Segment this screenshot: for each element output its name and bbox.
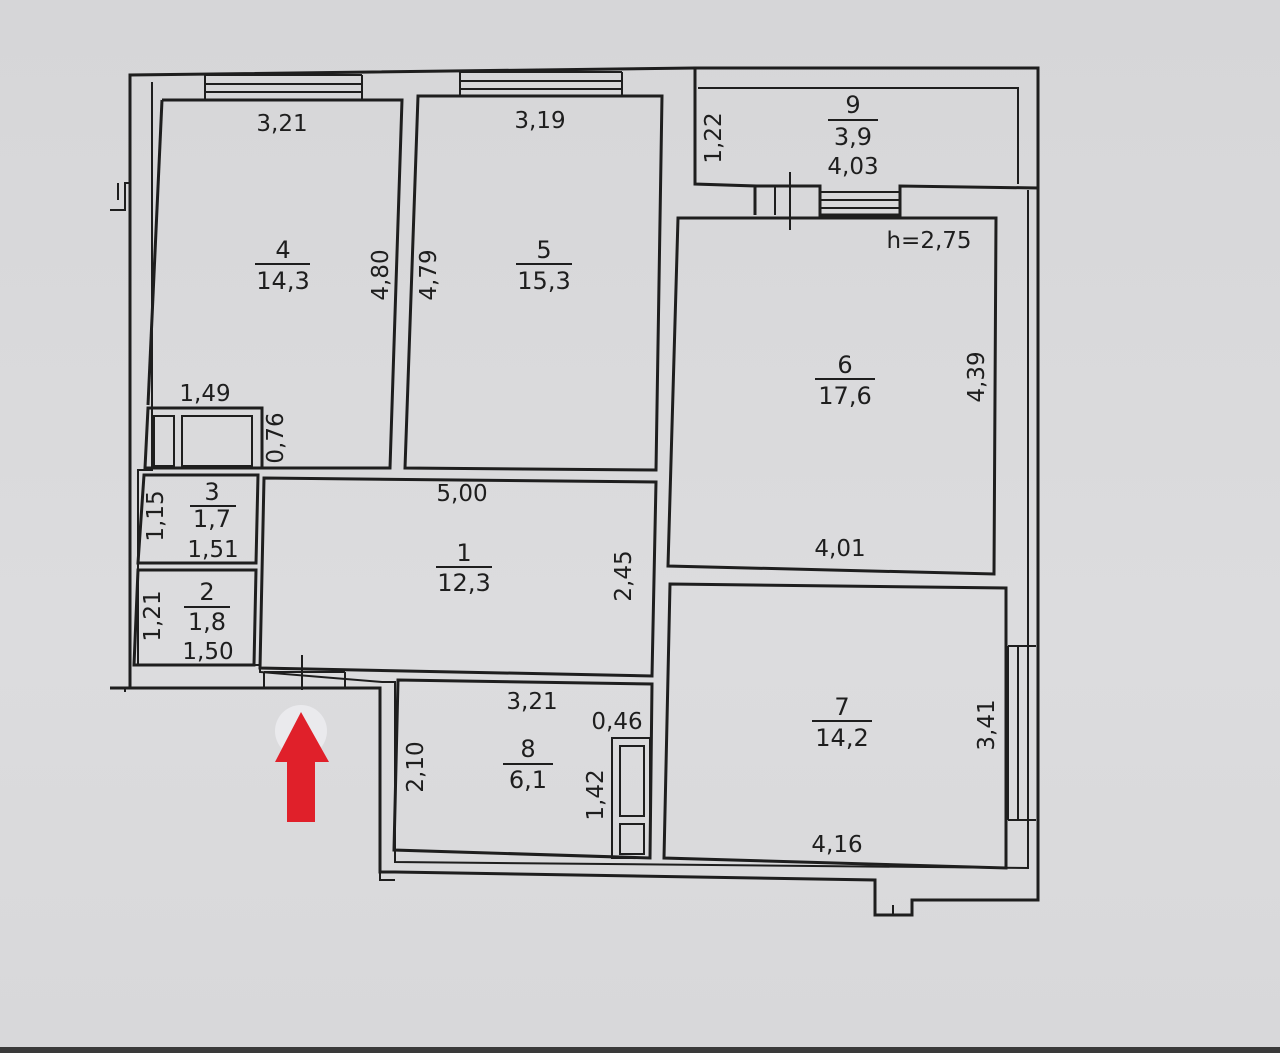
room-9-label: 9 3,9 [828, 91, 878, 151]
room-2-outline [132, 568, 258, 667]
room-7-label: 7 14,2 [812, 693, 872, 752]
room-8-area: 6,1 [509, 766, 547, 794]
window-room-4 [204, 74, 363, 100]
dim-room-6-bottom: 4,01 [814, 536, 865, 562]
room-6-outline [666, 216, 998, 576]
dim-room-2-side: 1,21 [140, 590, 166, 641]
dim-room-8-side: 2,10 [403, 741, 429, 792]
room-3-number: 3 [204, 478, 219, 506]
room-5-number: 5 [536, 236, 551, 264]
room-6-area: 17,6 [818, 382, 871, 410]
room-1-area: 12,3 [437, 569, 490, 597]
outer-walls [110, 66, 1040, 917]
room-2-label: 2 1,8 [184, 578, 230, 636]
dim-room-2-bottom: 1,50 [182, 639, 233, 665]
room-4-number: 4 [275, 236, 290, 264]
room-5-label: 5 15,3 [516, 236, 572, 295]
room-6-label: 6 17,6 [815, 351, 875, 410]
room-4-area: 14,3 [256, 267, 309, 295]
dim-room-7-side: 3,41 [974, 699, 1000, 750]
dim-room-1-side: 2,45 [611, 550, 637, 601]
room-4-outline [145, 98, 404, 470]
room-7-number: 7 [834, 693, 849, 721]
dim-room-8-small-top: 0,46 [591, 709, 642, 735]
room-1-label: 1 12,3 [436, 539, 492, 597]
dim-closet-top: 1,49 [179, 381, 230, 407]
dim-room-5-side: 4,79 [416, 249, 442, 300]
dim-room-8-top: 3,21 [506, 689, 557, 715]
room-5-outline [403, 94, 664, 472]
room-9-number: 9 [845, 91, 860, 119]
room-7-area: 14,2 [815, 724, 868, 752]
room-8-label: 8 6,1 [503, 735, 553, 794]
dim-room-1-top: 5,00 [436, 481, 487, 507]
window-room-5 [459, 71, 623, 96]
room-1-outline [258, 476, 658, 678]
dim-room-9-side: 1,22 [701, 112, 727, 163]
dimension-labels-vertical: 4,80 4,79 1,22 4,39 0,76 2,45 1,15 1,21 … [140, 112, 1000, 820]
dim-room-5-top: 3,19 [514, 108, 565, 134]
room-3-area: 1,7 [193, 505, 231, 533]
balcony-door [774, 172, 791, 230]
dim-room-4-side: 4,80 [368, 249, 394, 300]
room-3-label: 3 1,7 [190, 478, 236, 533]
dim-room-9-bottom: 4,03 [827, 154, 878, 180]
red-up-arrow-icon [275, 705, 329, 822]
room-5-area: 15,3 [517, 267, 570, 295]
closet-outline [143, 406, 264, 470]
entrance-door [263, 655, 346, 690]
dim-room-8-small-side: 1,42 [583, 769, 609, 820]
room-9-area: 3,9 [834, 123, 872, 151]
room-8-number: 8 [520, 735, 535, 763]
dimension-labels: 3,21 3,19 4,03 4,01 1,49 5,00 1,51 1,50 … [179, 108, 878, 858]
room-2-area: 1,8 [188, 608, 226, 636]
room-4-label: 4 14,3 [255, 236, 310, 295]
dim-room-7-bottom: 4,16 [811, 832, 862, 858]
room-7-outline [662, 582, 1008, 870]
window-room-6 [820, 191, 900, 209]
dim-room-3-side: 1,15 [143, 490, 169, 541]
room-1-number: 1 [456, 539, 471, 567]
dim-room-4-top: 3,21 [256, 111, 307, 137]
dim-room-6-side: 4,39 [964, 351, 990, 402]
dim-room-3-bottom: 1,51 [187, 537, 238, 563]
photo-bottom-edge [0, 1047, 1280, 1053]
room-8-outline [392, 678, 654, 860]
ceiling-height: h=2,75 [886, 228, 971, 254]
dim-closet-side: 0,76 [263, 412, 289, 463]
room-2-number: 2 [199, 578, 214, 606]
room-6-number: 6 [837, 351, 852, 379]
window-room-7 [1007, 645, 1036, 821]
room-3-outline [136, 473, 260, 565]
